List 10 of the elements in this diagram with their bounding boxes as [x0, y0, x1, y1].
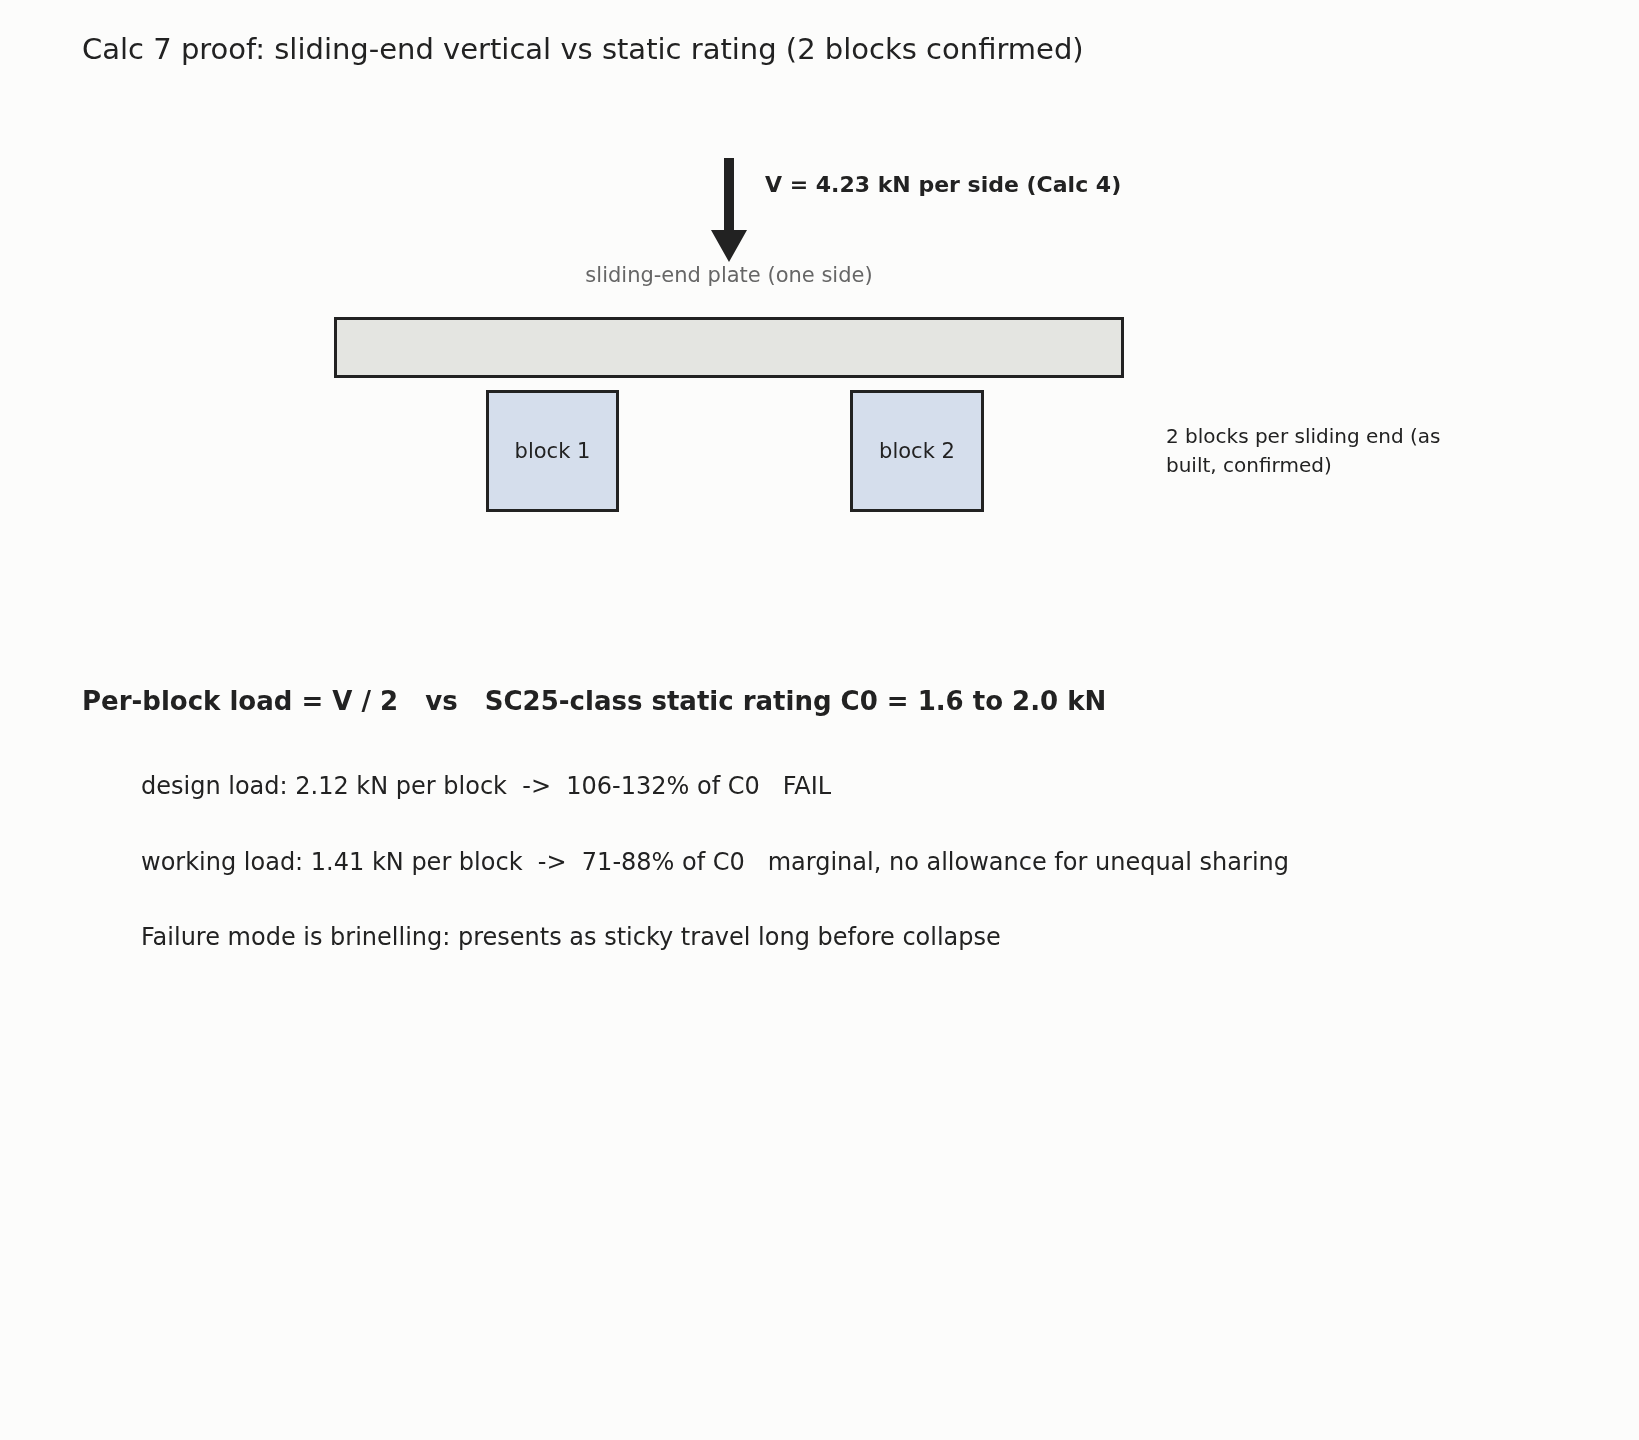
- diagram-title: Calc 7 proof: sliding-end vertical vs static rating (2 blocks confirmed): [82, 32, 1084, 66]
- plate-label: sliding-end plate (one side): [584, 263, 874, 287]
- result-line: design load: 2.12 kN per block -> 106-132% of C0 FAIL: [141, 772, 832, 800]
- force-label: V = 4.23 kN per side (Calc 4): [765, 172, 1122, 197]
- side-note: 2 blocks per sliding end (as built, confirmed): [1166, 423, 1442, 479]
- bearing-block: block 1: [486, 390, 619, 512]
- result-line: working load: 1.41 kN per block -> 71-88% of C0 marginal, no allowance for unequal sharing: [141, 848, 1289, 876]
- bearing-block: block 2: [850, 390, 984, 512]
- check-heading: Per-block load = V / 2 vs SC25-class static rating C0 = 1.6 to 2.0 kN: [82, 686, 1107, 716]
- note-line: Failure mode is brinelling: presents as sticky travel long before collapse: [141, 923, 1001, 951]
